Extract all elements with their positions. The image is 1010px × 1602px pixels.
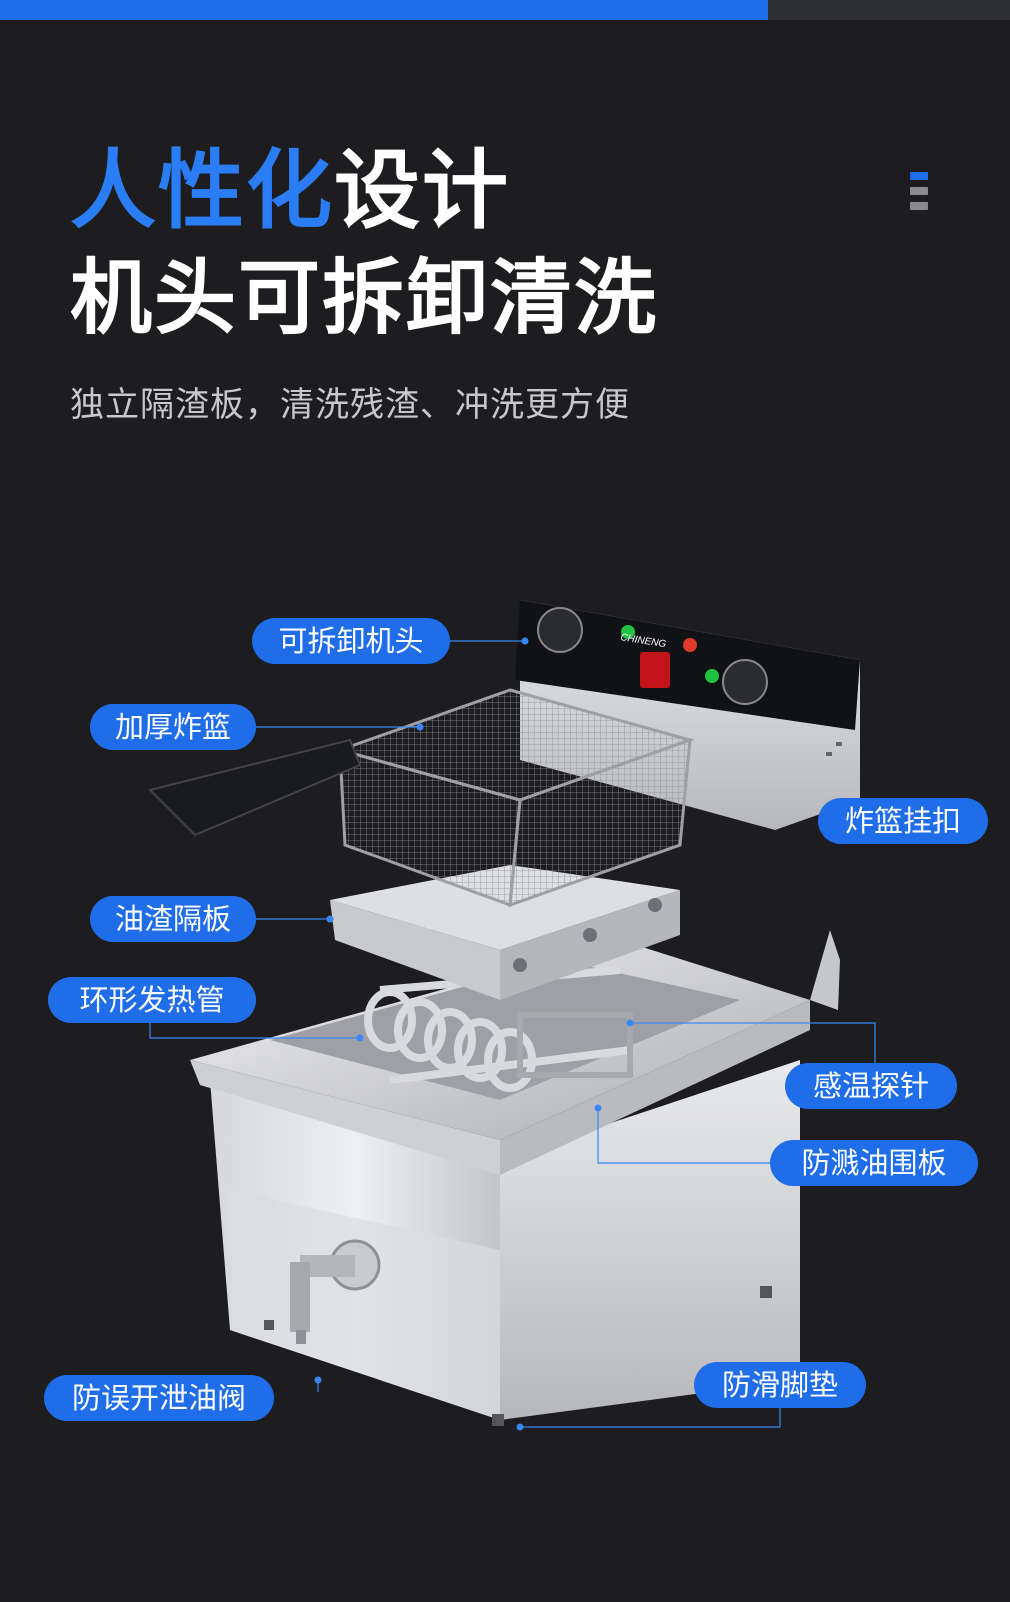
fryer-illustration: CHINENG xyxy=(148,600,876,1431)
top-accent-bar xyxy=(0,0,768,20)
page-subtitle: 机头可拆卸清洗 xyxy=(70,251,659,346)
coil-bracket xyxy=(517,1012,633,1078)
title-accent: 人性化 xyxy=(70,141,334,241)
title-rest: 设计 xyxy=(334,141,510,241)
label-drain-valve: 防误开泄油阀 xyxy=(44,1375,274,1421)
drawer-panel xyxy=(230,1190,500,1420)
foot-left xyxy=(264,1320,274,1330)
indicator-red xyxy=(683,638,697,652)
top-gray-bar xyxy=(768,0,1010,20)
label-temperature-probe: 感温探针 xyxy=(785,1063,957,1109)
label-antislip-feet: 防滑脚垫 xyxy=(694,1362,866,1408)
head-slot-1 xyxy=(836,742,842,746)
foot-front xyxy=(492,1414,504,1426)
page-title: 人性化设计 xyxy=(70,148,510,234)
label-ring-heating-tube: 环形发热管 xyxy=(48,977,256,1023)
label-removable-head: 可拆卸机头 xyxy=(252,618,450,664)
leader-dots xyxy=(314,637,634,1431)
control-panel xyxy=(515,600,860,730)
indicator-green-left xyxy=(621,625,635,639)
fryer-body xyxy=(210,1060,800,1426)
label-thick-basket: 加厚炸篮 xyxy=(90,704,256,750)
tray-lip-left xyxy=(190,1060,500,1175)
menu-bars-icon xyxy=(910,172,932,216)
label-debris-plate: 油渣隔板 xyxy=(90,896,256,942)
fry-basket xyxy=(148,688,695,908)
head-slot-2 xyxy=(826,752,832,756)
thermostat-knob-right xyxy=(722,659,768,705)
drain-valve xyxy=(290,1239,381,1344)
foot-right xyxy=(760,1286,772,1298)
page-caption: 独立隔渣板，清洗残渣、冲洗更方便 xyxy=(70,385,630,425)
indicator-green-right xyxy=(705,669,719,683)
body-front-right xyxy=(500,1060,800,1420)
label-splash-guard: 防溅油围板 xyxy=(770,1140,978,1186)
heating-tube xyxy=(364,966,631,1092)
basket-handle xyxy=(148,738,362,837)
label-basket-hook: 炸篮挂扣 xyxy=(818,798,988,844)
debris-plate xyxy=(330,865,680,1000)
power-switch xyxy=(640,652,670,688)
tray-lip-right xyxy=(500,1000,810,1175)
basket-hook-bracket xyxy=(810,930,840,1010)
thermostat-knob-left xyxy=(537,607,583,653)
